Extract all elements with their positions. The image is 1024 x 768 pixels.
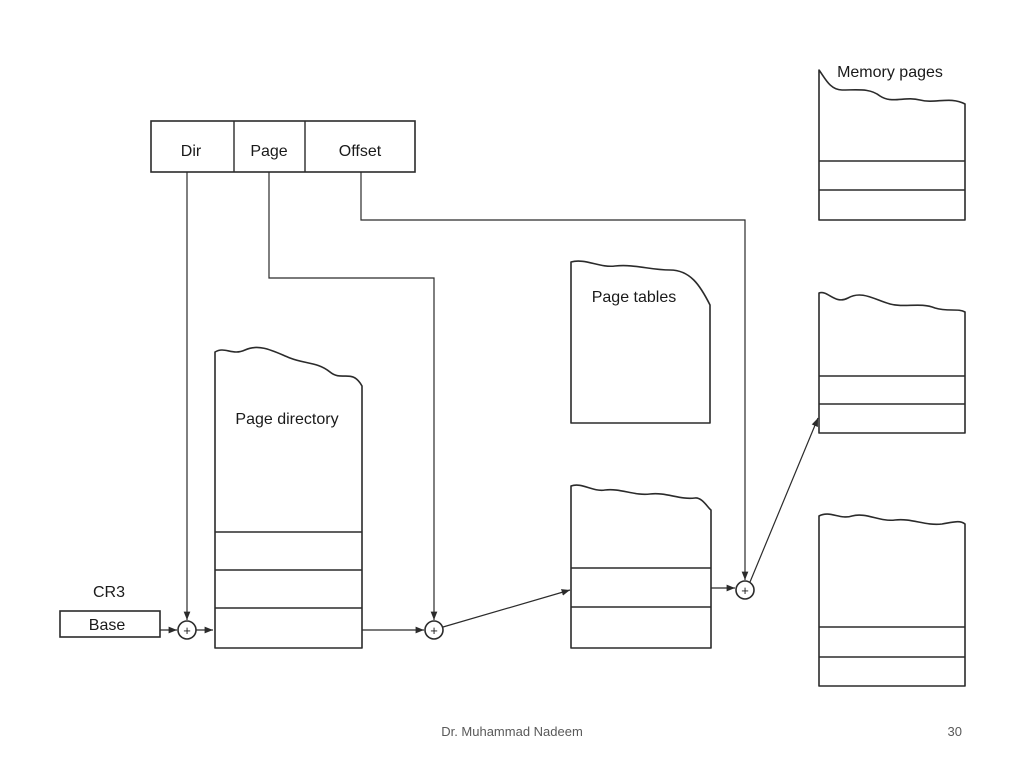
page-table: [570, 484, 712, 649]
adder-1-symbol: +: [183, 623, 191, 638]
dir-field-label: Dir: [181, 143, 202, 160]
page-field-label: Page: [250, 143, 287, 160]
adder-3: +: [735, 580, 755, 600]
offset-arrow: [360, 172, 749, 580]
address-register: [150, 120, 416, 173]
cr3-register: CR3 Base: [59, 584, 161, 638]
adder-2-symbol: +: [430, 623, 438, 638]
slide-number: 30: [947, 724, 962, 739]
base-label: Base: [89, 617, 126, 634]
offset-field-label: Offset: [339, 143, 382, 160]
adder-2: +: [424, 620, 444, 640]
adder-1: +: [177, 620, 197, 640]
adder-3-to-memory-page-arrow: [749, 417, 819, 583]
cr3-label: CR3: [93, 584, 125, 601]
page-directory: Page directory: [214, 346, 363, 649]
page-arrow: [268, 172, 438, 620]
base-register: [59, 610, 161, 638]
memory-page-2: [818, 291, 966, 434]
memory-page-3: [818, 513, 966, 687]
footer-author: Dr. Muhammad Nadeem: [441, 724, 583, 739]
page-tables-sheet: Page tables: [570, 260, 711, 424]
memory-pages-label: Memory pages: [837, 64, 943, 81]
adder-2-to-page-table-arrow: [442, 589, 571, 628]
adder-3-symbol: +: [741, 583, 749, 598]
page-tables-label: Page tables: [592, 289, 677, 306]
page-directory-label: Page directory: [235, 411, 338, 428]
linear-address: Dir Page Offset: [150, 120, 416, 173]
memory-page-1: [818, 69, 966, 221]
